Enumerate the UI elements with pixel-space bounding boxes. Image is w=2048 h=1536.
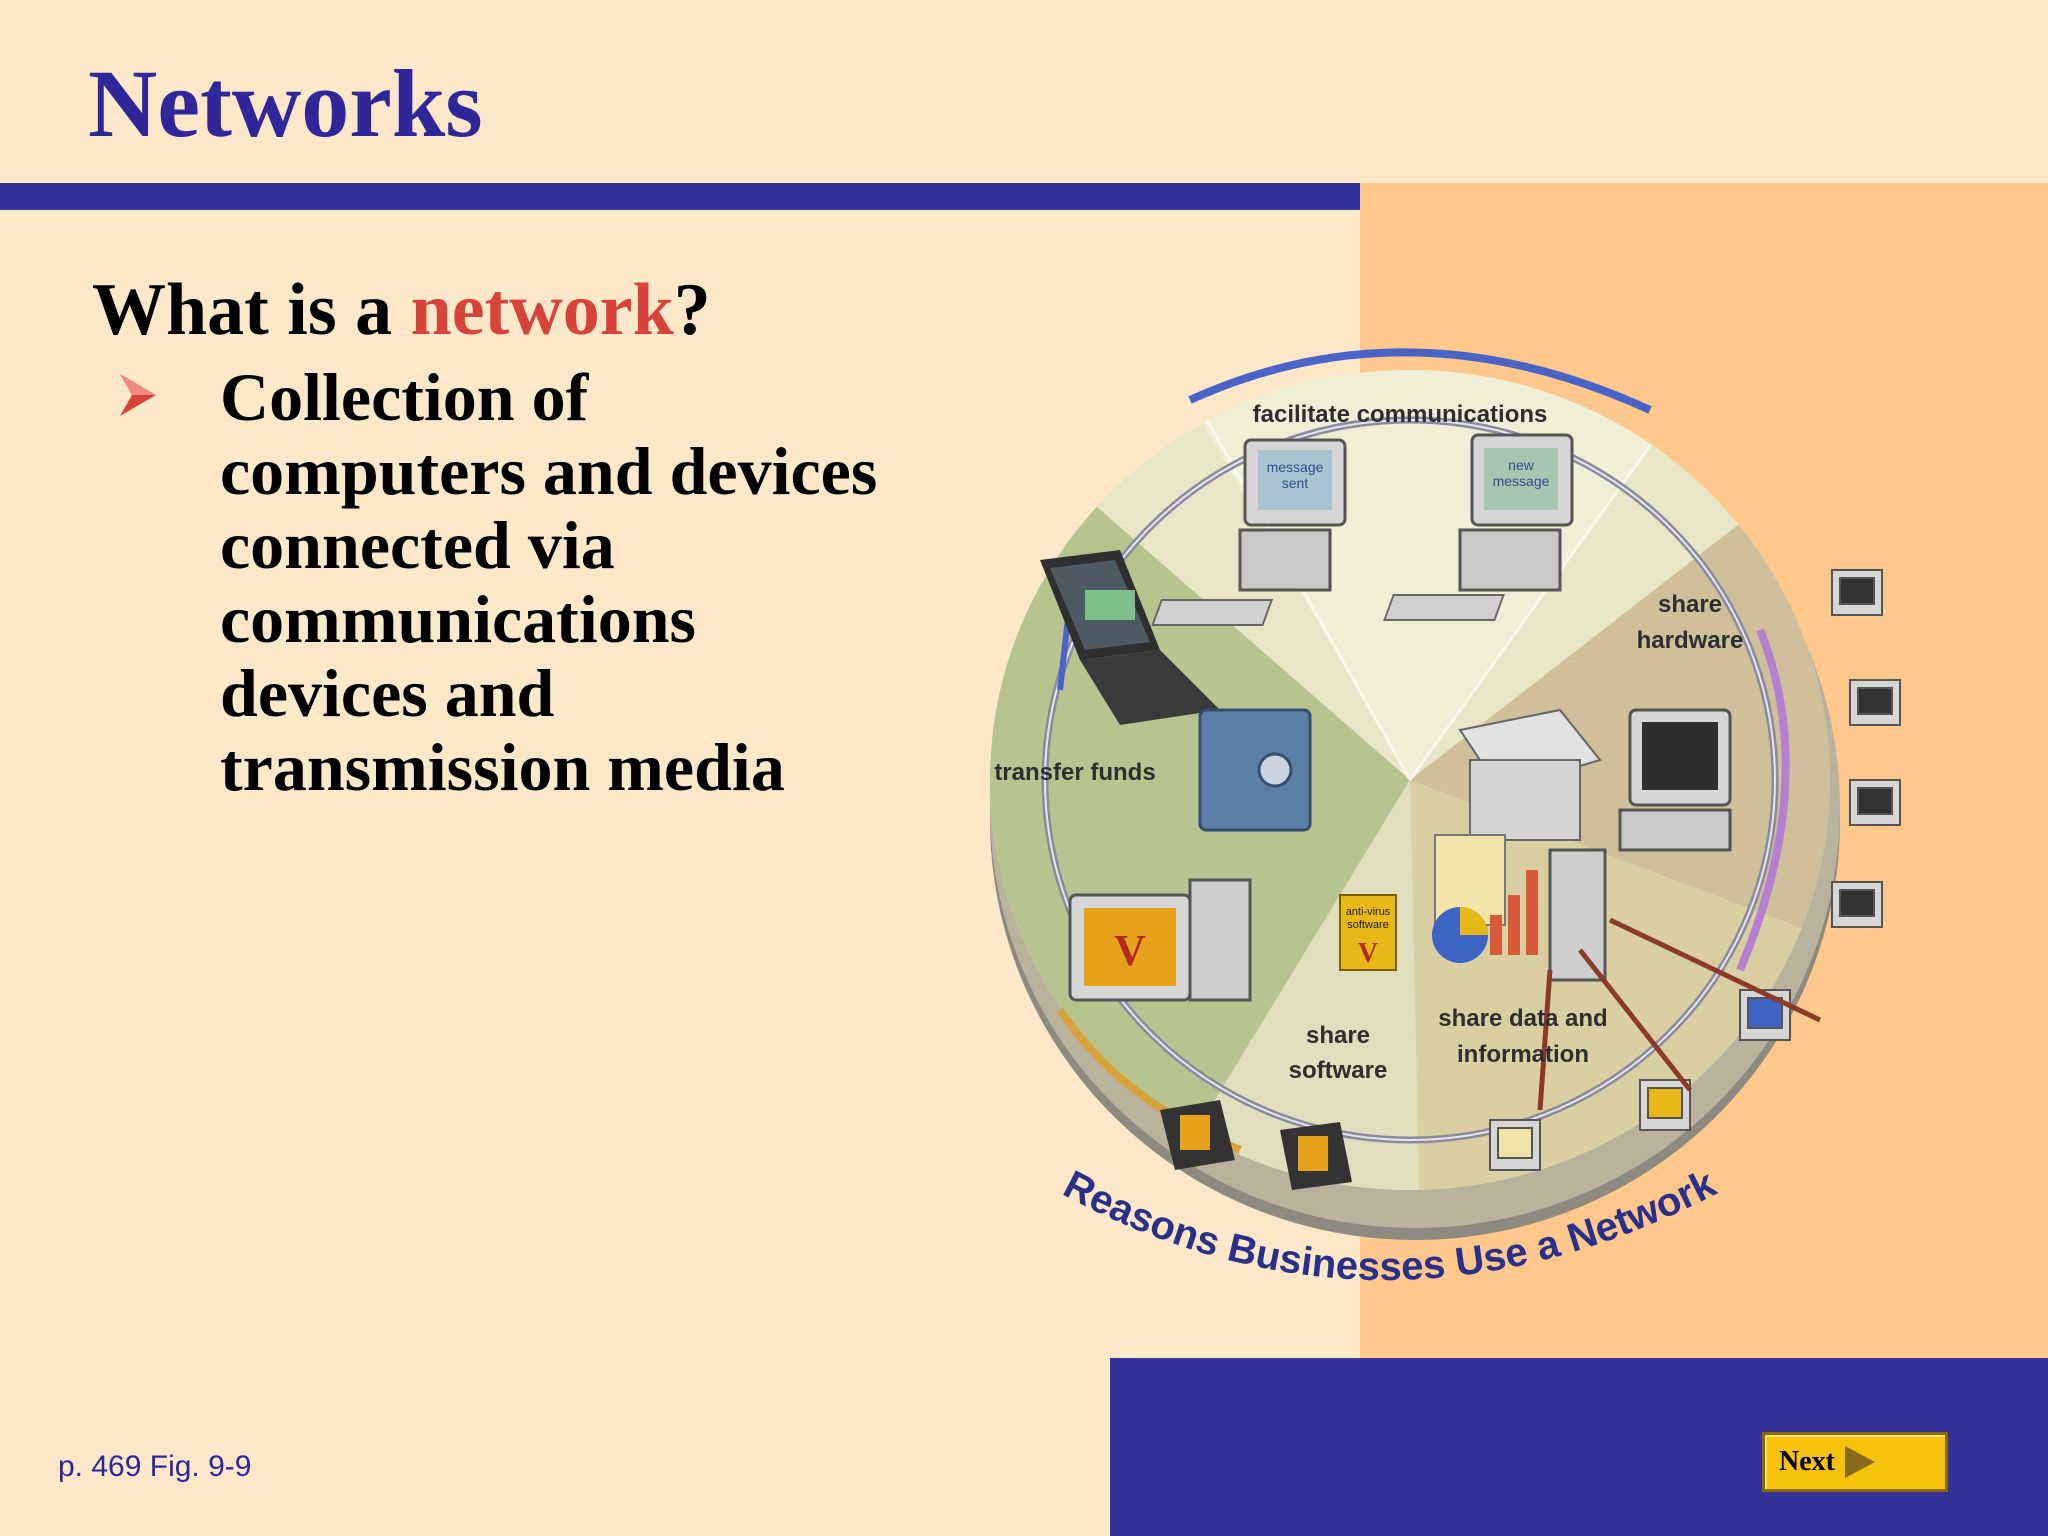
next-button[interactable]: Next bbox=[1762, 1432, 1948, 1492]
safe-icon bbox=[1200, 710, 1310, 830]
label-transfer-funds: transfer funds bbox=[994, 759, 1155, 786]
title-underline-bar bbox=[0, 183, 1360, 210]
bullet-arrow-icon bbox=[118, 370, 158, 420]
svg-text:sent: sent bbox=[1282, 475, 1309, 491]
remote-computers-icon bbox=[1832, 570, 1900, 927]
svg-text:software: software bbox=[1347, 919, 1389, 931]
next-button-label: Next bbox=[1779, 1446, 1835, 1478]
play-arrow-icon bbox=[1845, 1446, 1875, 1478]
svg-text:V: V bbox=[1358, 938, 1378, 969]
label-share-data-2: information bbox=[1457, 1041, 1589, 1068]
bullet-text: Collection of computers and devices conn… bbox=[220, 360, 900, 804]
computer-shared-icon bbox=[1620, 710, 1730, 850]
question-suffix: ? bbox=[674, 269, 711, 351]
question-highlight: network bbox=[411, 269, 674, 351]
svg-text:V: V bbox=[1114, 926, 1146, 975]
label-share-data-1: share data and bbox=[1438, 1005, 1607, 1032]
label-share-software-1: share bbox=[1306, 1022, 1370, 1049]
svg-text:anti-virus: anti-virus bbox=[1346, 906, 1391, 918]
svg-text:message: message bbox=[1493, 473, 1550, 489]
antivirus-box-icon: anti-virus software V bbox=[1340, 895, 1396, 970]
label-share-software-2: software bbox=[1289, 1057, 1388, 1084]
label-facilitate-communications: facilitate communications bbox=[1253, 401, 1548, 428]
label-share-hardware-2: hardware bbox=[1637, 627, 1744, 654]
svg-text:message: message bbox=[1267, 459, 1324, 475]
svg-text:new: new bbox=[1508, 457, 1535, 473]
computer-software-icon: V bbox=[1070, 880, 1250, 1000]
slide-title: Networks bbox=[88, 48, 483, 159]
figure-reference: p. 469 Fig. 9-9 bbox=[58, 1450, 251, 1484]
label-share-hardware-1: share bbox=[1658, 591, 1722, 618]
network-diagram: message sent new message bbox=[860, 330, 1960, 1340]
question-prefix: What is a bbox=[92, 269, 411, 351]
question-heading: What is a network? bbox=[92, 268, 711, 353]
